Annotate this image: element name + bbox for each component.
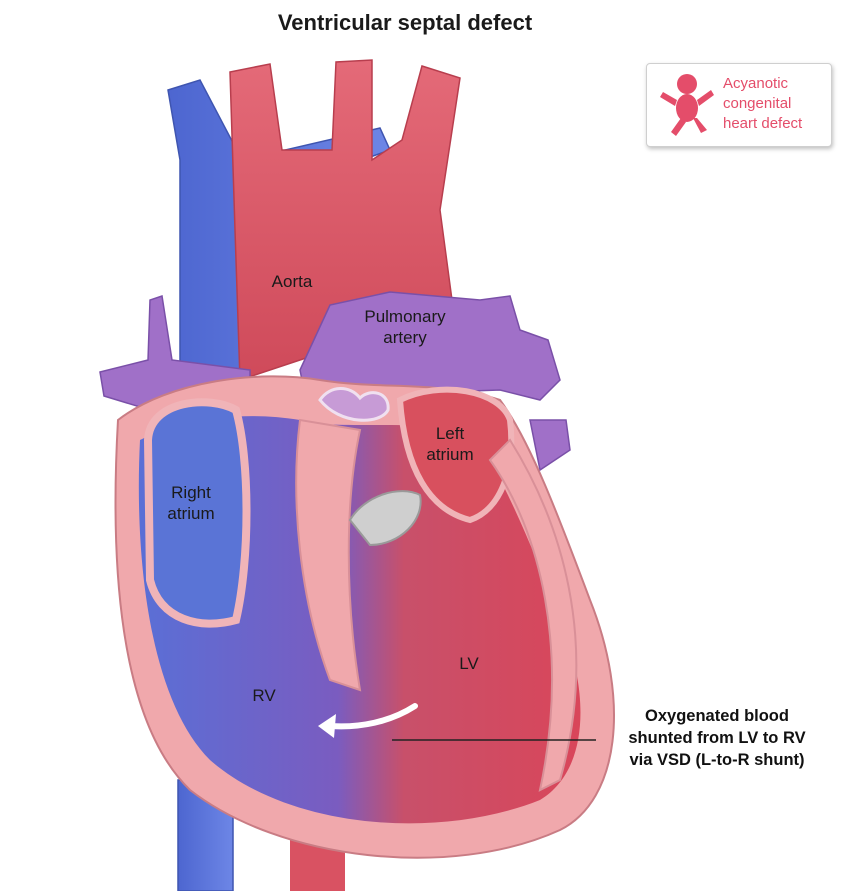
label-left-atrium: Left atrium [415, 423, 485, 465]
badge-line: heart defect [723, 115, 803, 132]
label-line: Right [171, 483, 211, 502]
mitral-valve [348, 490, 422, 547]
diagram-title: Ventricular septal defect [277, 10, 533, 35]
badge-text: Acyanotic congenital heart defect [723, 74, 828, 134]
baby-icon [660, 74, 714, 136]
label-line: Pulmonary [364, 307, 446, 326]
pulmonary-valve [318, 387, 390, 422]
badge-line: Acyanotic [723, 75, 789, 92]
callout-line: via VSD (L-to-R shunt) [629, 751, 805, 769]
label-right-atrium: Right atrium [155, 482, 227, 524]
callout-line: Oxygenated blood [645, 707, 789, 725]
label-line: artery [383, 328, 427, 347]
right-atrium-chamber [143, 398, 251, 628]
label-lv: LV [459, 654, 479, 673]
septum [295, 418, 362, 692]
label-aorta: Aorta [271, 272, 313, 291]
label-line: atrium [167, 504, 215, 523]
label-line: Left [435, 424, 465, 443]
badge-line: congenital [723, 95, 792, 112]
callout-line: shunted from LV to RV [628, 729, 806, 747]
shunt-arrow [327, 703, 418, 730]
label-line: atrium [426, 445, 474, 464]
label-rv: RV [252, 686, 276, 705]
lv-wall [488, 438, 578, 792]
shunt-arrowhead [318, 714, 336, 738]
acyanotic-badge: Acyanotic congenital heart defect [646, 63, 832, 147]
left-atrium-chamber [396, 386, 515, 524]
shunt-callout: Oxygenated blood shunted from LV to RV v… [592, 705, 842, 771]
label-pulmonary-artery: Pulmonary artery [355, 306, 455, 348]
right-pulmonary-vein [529, 419, 571, 472]
